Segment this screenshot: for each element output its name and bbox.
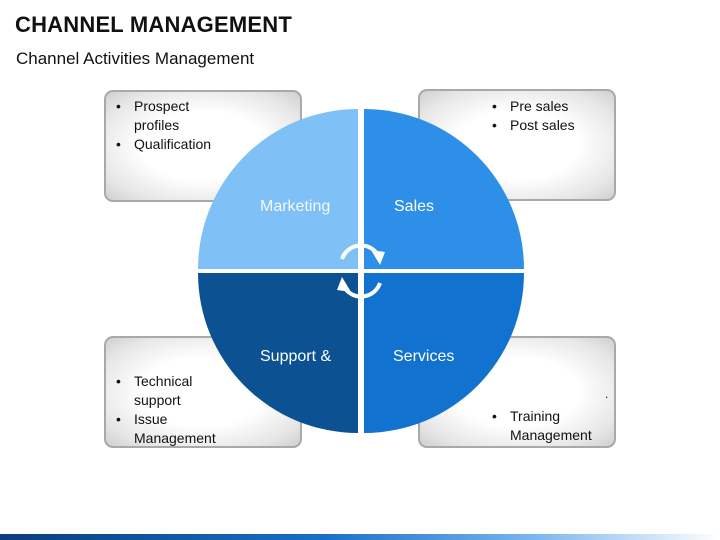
sales-bullet-list: Pre sales Post sales [488, 97, 598, 135]
marketing-bullet-list: Prospect profiles Qualification [112, 97, 232, 154]
bullet-item: Issue Management [112, 410, 232, 448]
services-bullet-list: Training Management [488, 407, 613, 445]
bullet-item: Post sales [488, 116, 598, 135]
circular-arrows-icon [337, 243, 385, 299]
stray-mark: . [605, 387, 609, 401]
quadrant-sales [364, 109, 524, 269]
bullet-item: Qualification [112, 135, 232, 154]
quadrant-support [198, 273, 358, 433]
quadrant-label-marketing: Marketing [260, 198, 331, 215]
quadrant-marketing [198, 109, 358, 269]
bullet-item: Training Management [488, 407, 613, 445]
quadrant-label-sales: Sales [394, 198, 435, 215]
bullet-item: Pre sales [488, 97, 598, 116]
quadrant-label-support: Support & [260, 348, 332, 365]
quadrant-services [364, 273, 524, 433]
page-title: CHANNEL MANAGEMENT [15, 12, 292, 37]
bullet-item: Technical support [112, 372, 232, 410]
divider-horizontal [190, 269, 530, 273]
bullet-item: Prospect profiles [112, 97, 232, 135]
support-bullet-list: Technical support Issue Management [112, 372, 232, 448]
page-subtitle: Channel Activities Management [16, 49, 255, 68]
quadrant-label-services: Services [393, 348, 455, 365]
footer-bar [0, 534, 720, 540]
